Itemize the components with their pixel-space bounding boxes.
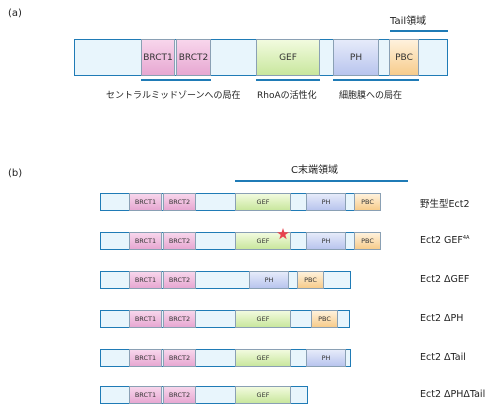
brct2-domain: BRCT2 [163,310,196,328]
ph-domain: PH [306,193,346,211]
brct1-domain: BRCT1 [141,39,175,76]
gef-domain: GEF [235,193,291,211]
brct1-domain: BRCT1 [129,271,162,289]
construct-label: Ect2 ΔPHΔTail [420,389,486,400]
gef-domain: GEF [235,232,291,250]
caption-membrane-localization: 細胞膜への局在 [339,91,403,101]
brct1-domain: BRCT1 [129,310,162,328]
brct1-domain: BRCT1 [129,232,162,250]
pbc-domain: PBC [354,232,381,250]
ph-domain: PH [306,349,346,367]
brct1-domain: BRCT1 [129,386,162,404]
brct2-domain: BRCT2 [176,39,211,76]
gef-function-bar [256,79,320,81]
brct2-domain: BRCT2 [163,386,196,404]
panel-b-label: (b) [8,168,23,179]
brct2-domain: BRCT2 [163,193,196,211]
gef-domain: GEF [235,310,291,328]
brct2-domain: BRCT2 [163,271,196,289]
brct-function-bar [141,79,211,81]
ph-function-bar [333,79,419,81]
pbc-domain: PBC [311,310,338,328]
caption-rhoa-activation: RhoAの活性化 [257,91,317,101]
tail-region-bracket [390,30,448,32]
pbc-domain: PBC [354,193,381,211]
construct-label: Ect2 ΔPH [420,313,464,324]
cterm-region-label: C末端領域 [291,165,338,176]
construct-label: Ect2 ΔGEF [420,274,470,285]
construct-label: Ect2 GEF4A [420,235,470,247]
cterm-region-bracket [235,180,408,182]
ph-domain: PH [333,39,379,76]
gef-domain: GEF [235,349,291,367]
gef-domain: GEF [235,386,291,404]
construct-label: Ect2 ΔTail [420,352,466,363]
gef-domain: GEF [256,39,320,76]
mutation-star-icon [277,228,289,240]
construct-label: 野生型Ect2 [420,199,470,210]
brct2-domain: BRCT2 [163,232,196,250]
pbc-domain: PBC [297,271,324,289]
tail-region-label: Tail領域 [390,16,427,27]
construct-label-superscript: 4A [462,235,470,241]
panel-a-label: (a) [8,8,22,19]
ph-domain: PH [249,271,289,289]
brct1-domain: BRCT1 [129,193,162,211]
caption-central-midzone: セントラルミッドゾーンへの局在 [106,91,241,101]
pbc-domain: PBC [389,39,419,76]
brct2-domain: BRCT2 [163,349,196,367]
ph-domain: PH [306,232,346,250]
brct1-domain: BRCT1 [129,349,162,367]
